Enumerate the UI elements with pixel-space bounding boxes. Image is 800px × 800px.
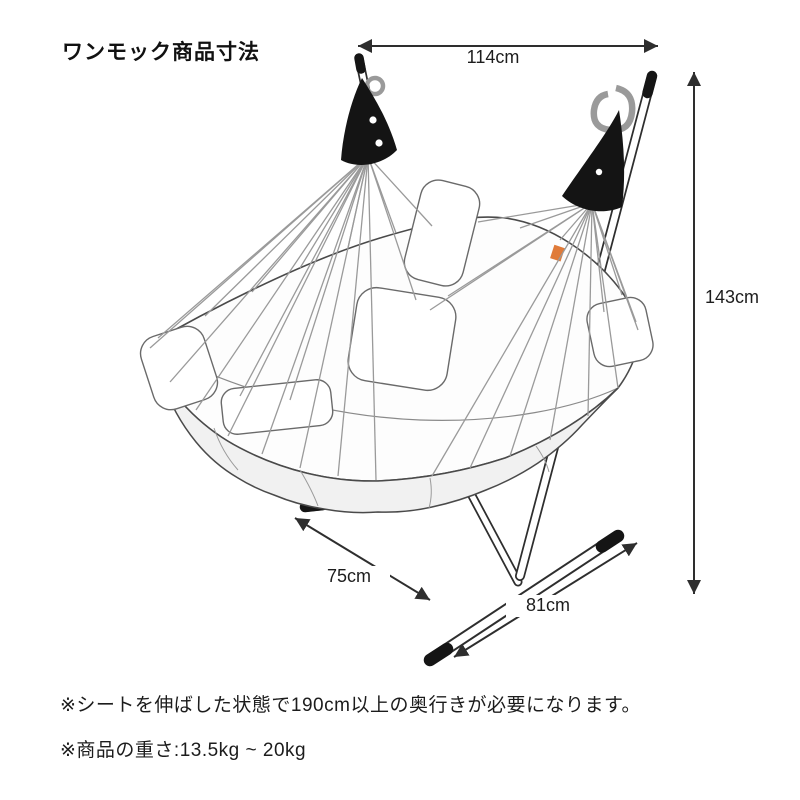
arrow-depth bbox=[294, 517, 431, 601]
pillow-top bbox=[403, 179, 481, 287]
dimension-label-top-width: 114cm bbox=[442, 47, 544, 69]
left-hanging-cap bbox=[341, 78, 397, 165]
hammock-fabric bbox=[139, 179, 654, 514]
footnotes: ※シートを伸ばした状態で190cm以上の奥行きが必要になります。 ※商品の重さ:… bbox=[60, 690, 760, 780]
hanging-caps bbox=[341, 78, 625, 212]
cap-button-icon bbox=[595, 168, 603, 176]
note-depth-requirement: ※シートを伸ばした状態で190cm以上の奥行きが必要になります。 bbox=[60, 695, 642, 716]
cap-button-icon bbox=[369, 116, 377, 124]
dimension-label-depth: 75cm bbox=[308, 566, 390, 588]
pillows bbox=[139, 179, 654, 435]
pillow-center bbox=[347, 286, 457, 392]
pillow-right bbox=[586, 296, 654, 368]
dimension-label-height: 143cm bbox=[702, 287, 763, 309]
suspension-strings bbox=[149, 155, 639, 481]
pillow-left bbox=[139, 325, 219, 411]
fabric-tag bbox=[550, 244, 565, 262]
dimension-label-base-length: 81cm bbox=[506, 595, 590, 617]
page-title: ワンモック商品寸法 bbox=[62, 41, 260, 64]
right-hanging-cap bbox=[562, 110, 625, 212]
cap-button-icon bbox=[375, 139, 383, 147]
hanging-hardware bbox=[364, 75, 636, 134]
note-product-weight: ※商品の重さ:13.5kg ~ 20kg bbox=[60, 740, 307, 761]
